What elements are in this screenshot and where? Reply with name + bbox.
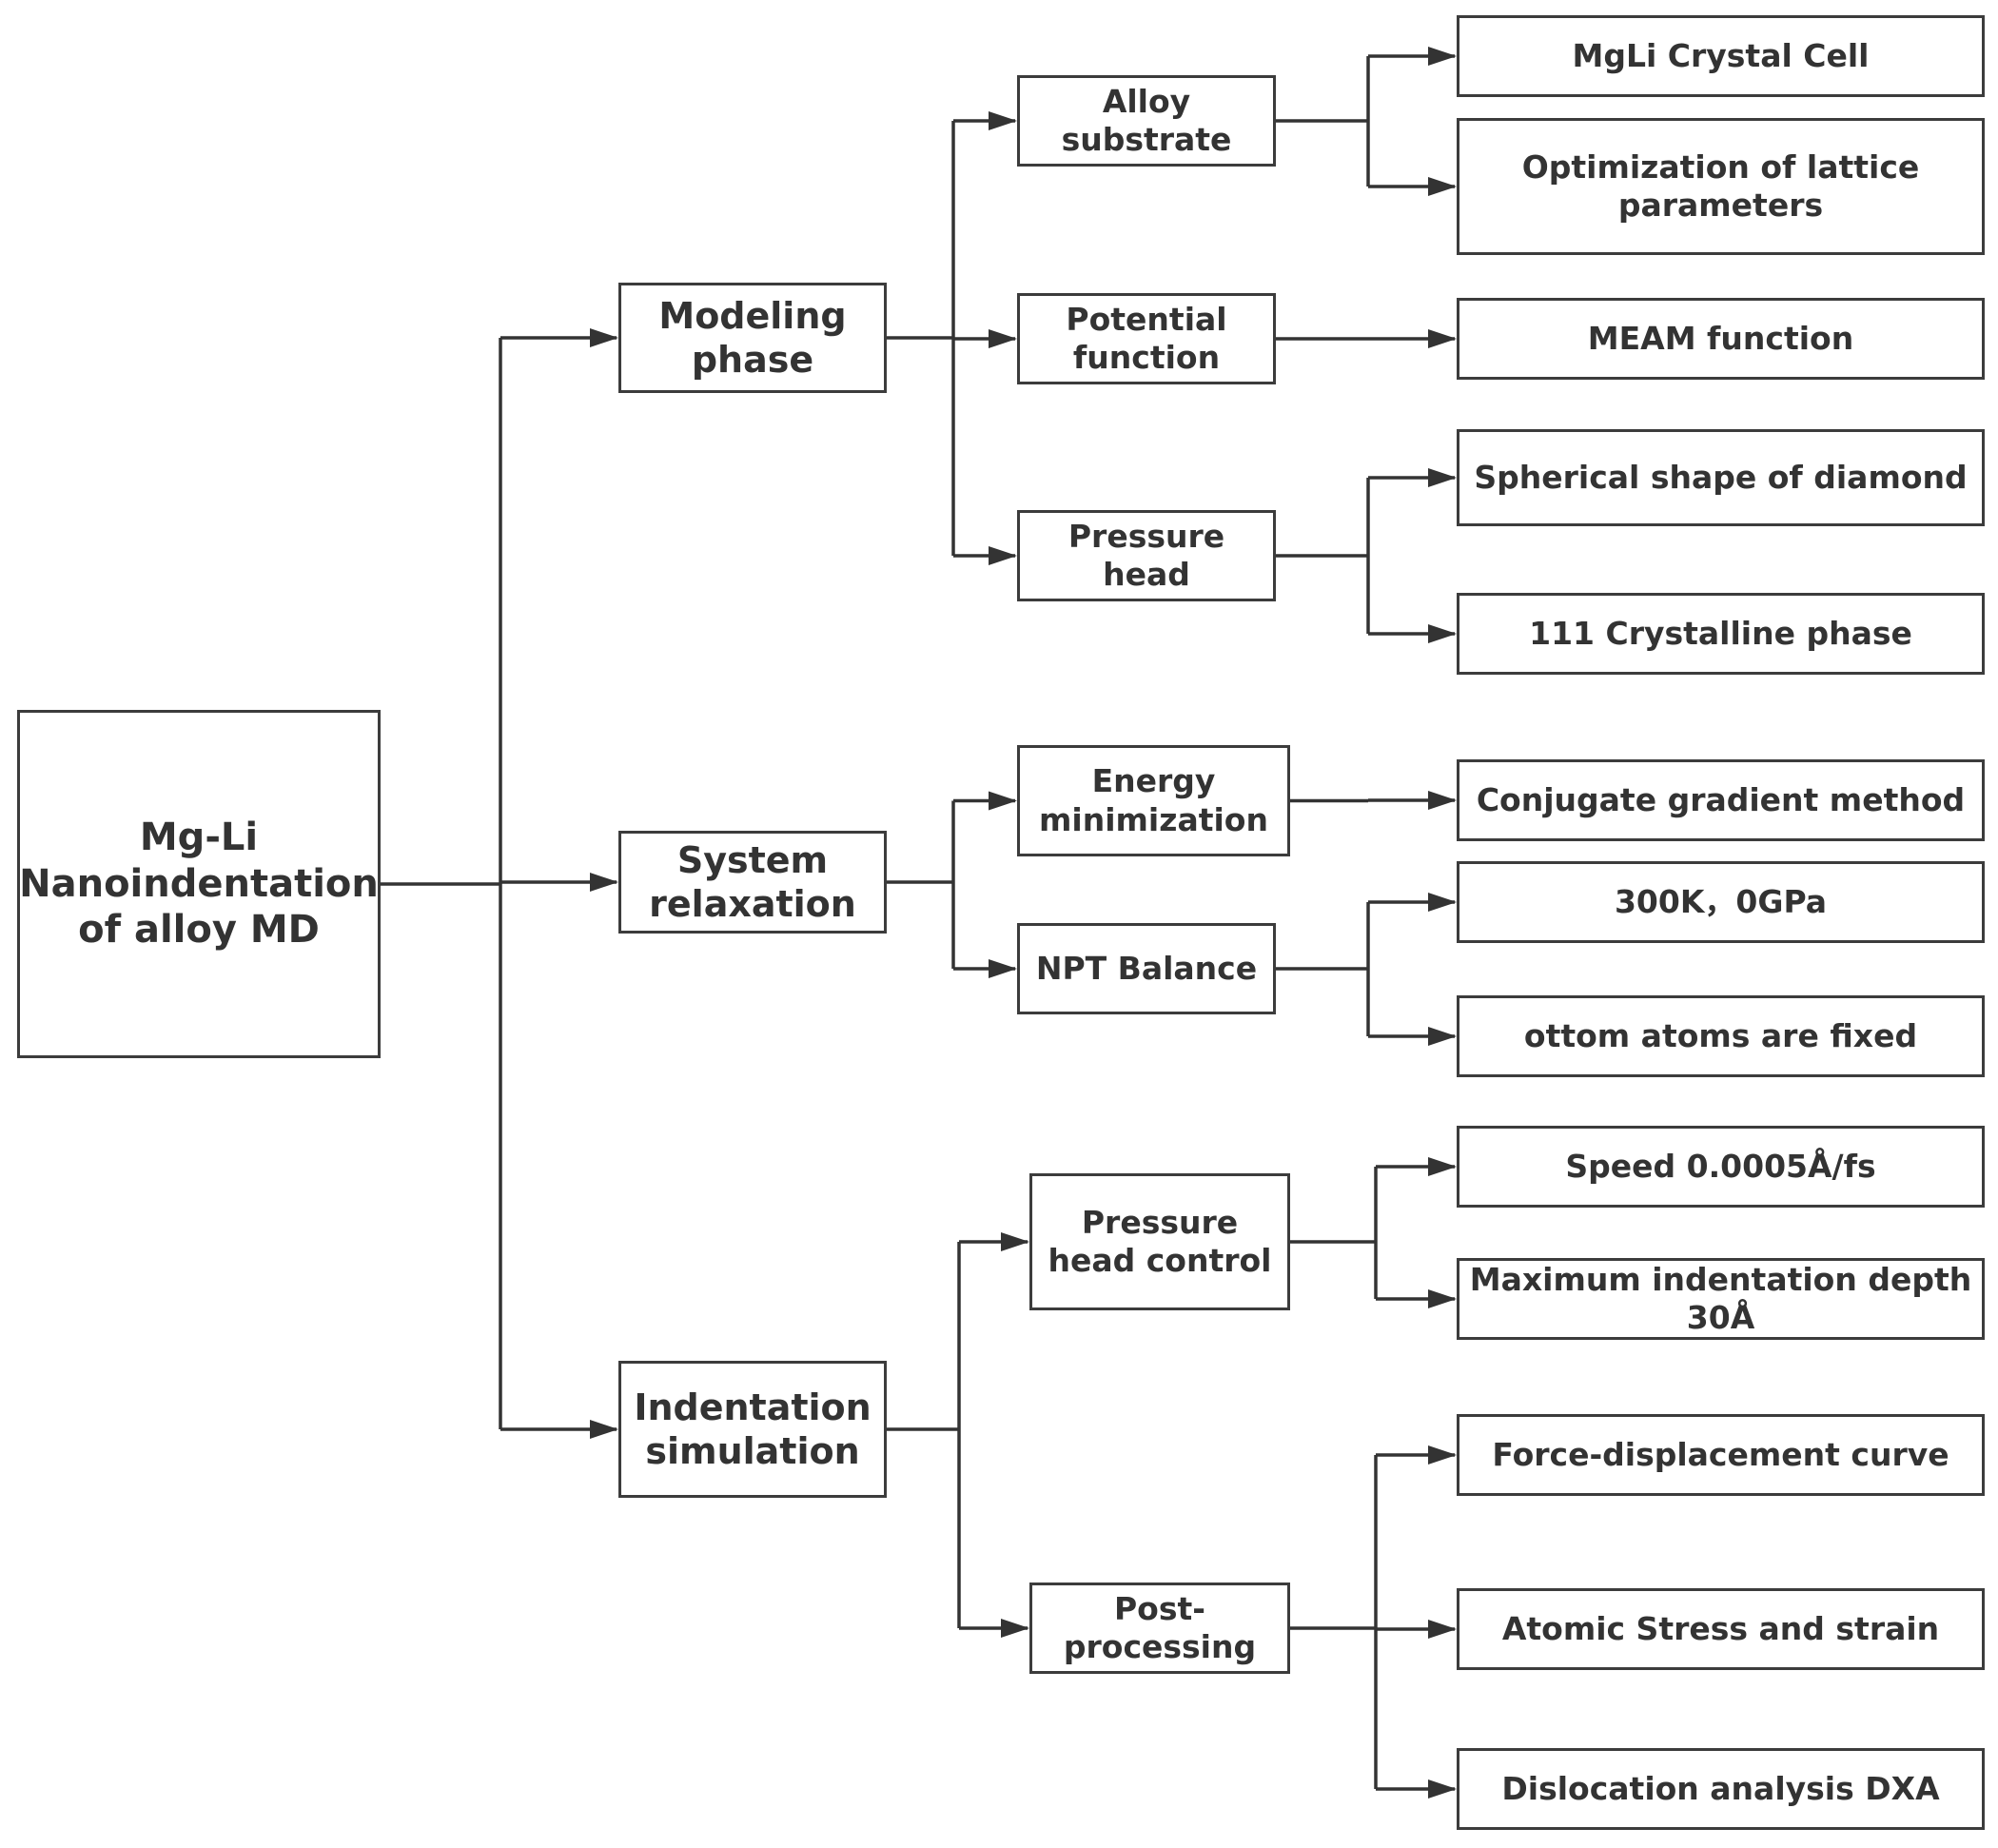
step-energy-minimization: Energy minimization	[1017, 745, 1290, 856]
detail-speed: Speed 0.0005Å/fs	[1457, 1126, 1985, 1208]
connector-trunk	[887, 121, 955, 556]
detail-label: Conjugate gradient method	[1476, 780, 1966, 818]
connector-trunk	[887, 800, 955, 969]
step-alloy-substrate: Alloy substrate	[1017, 75, 1276, 167]
detail-label: MgLi Crystal Cell	[1572, 36, 1870, 74]
phase-label: System relaxation	[649, 838, 856, 925]
step-pressure-head-control: Pressure head control	[1029, 1173, 1290, 1310]
step-potential-function: Potential function	[1017, 293, 1276, 384]
detail-label: 111 Crystalline phase	[1529, 614, 1912, 652]
connector-trunk	[1290, 1455, 1378, 1789]
step-post-processing: Post-processing	[1029, 1583, 1290, 1674]
connector-trunk	[1276, 56, 1370, 187]
step-label: Energy minimization	[1039, 762, 1268, 838]
step-label: Post-processing	[1063, 1589, 1257, 1665]
detail-label: MEAM function	[1587, 319, 1854, 357]
step-pressure-head: Pressure head	[1017, 510, 1276, 601]
detail-bottom-atoms-fixed: ottom atoms are fixed	[1457, 995, 1985, 1077]
detail-label: Maximum indentation depth 30Å	[1469, 1260, 1972, 1336]
connector-trunk	[381, 338, 502, 1429]
detail-meam-function: MEAM function	[1457, 298, 1985, 380]
detail-label: Atomic Stress and strain	[1501, 1609, 1940, 1647]
step-label: Pressure head	[1068, 517, 1225, 593]
detail-label: Speed 0.0005Å/fs	[1565, 1147, 1876, 1185]
connector-trunk	[1290, 798, 1370, 803]
step-label: NPT Balance	[1035, 949, 1258, 987]
detail-max-indentation-depth: Maximum indentation depth 30Å	[1457, 1258, 1985, 1340]
detail-label: Force-displacement curve	[1492, 1435, 1949, 1473]
detail-label: Optimization of lattice parameters	[1521, 147, 1920, 224]
detail-atomic-stress-strain: Atomic Stress and strain	[1457, 1588, 1985, 1670]
detail-mgli-crystal-cell: MgLi Crystal Cell	[1457, 15, 1985, 97]
detail-spherical-diamond: Spherical shape of diamond	[1457, 429, 1985, 526]
detail-lattice-optimization: Optimization of lattice parameters	[1457, 118, 1985, 255]
phase-label: Modeling phase	[658, 294, 847, 381]
detail-label: Dislocation analysis DXA	[1501, 1769, 1940, 1807]
phase-label: Indentation simulation	[634, 1386, 872, 1472]
connector-trunk	[887, 1242, 961, 1628]
detail-force-displacement: Force-displacement curve	[1457, 1414, 1985, 1496]
detail-conjugate-gradient: Conjugate gradient method	[1457, 759, 1985, 841]
root-label: Mg-Li Nanoindentation of alloy MD	[19, 815, 379, 953]
root-node: Mg-Li Nanoindentation of alloy MD	[17, 710, 381, 1058]
detail-label: 300K，0GPa	[1614, 882, 1828, 920]
connector-trunk	[1290, 1167, 1378, 1299]
connector-trunk	[1276, 902, 1370, 1036]
detail-111-crystalline: 111 Crystalline phase	[1457, 593, 1985, 675]
step-label: Alloy substrate	[1061, 82, 1232, 158]
detail-dislocation-dxa: Dislocation analysis DXA	[1457, 1748, 1985, 1830]
phase-system-relaxation: System relaxation	[618, 831, 887, 934]
phase-modeling: Modeling phase	[618, 283, 887, 393]
detail-label: Spherical shape of diamond	[1474, 458, 1968, 496]
detail-temperature-pressure: 300K，0GPa	[1457, 861, 1985, 943]
step-npt-balance: NPT Balance	[1017, 923, 1276, 1014]
detail-label: ottom atoms are fixed	[1523, 1016, 1918, 1054]
phase-indentation-simulation: Indentation simulation	[618, 1361, 887, 1498]
connector-trunk	[1276, 478, 1370, 634]
step-label: Pressure head control	[1048, 1203, 1272, 1279]
step-label: Potential function	[1066, 300, 1227, 376]
